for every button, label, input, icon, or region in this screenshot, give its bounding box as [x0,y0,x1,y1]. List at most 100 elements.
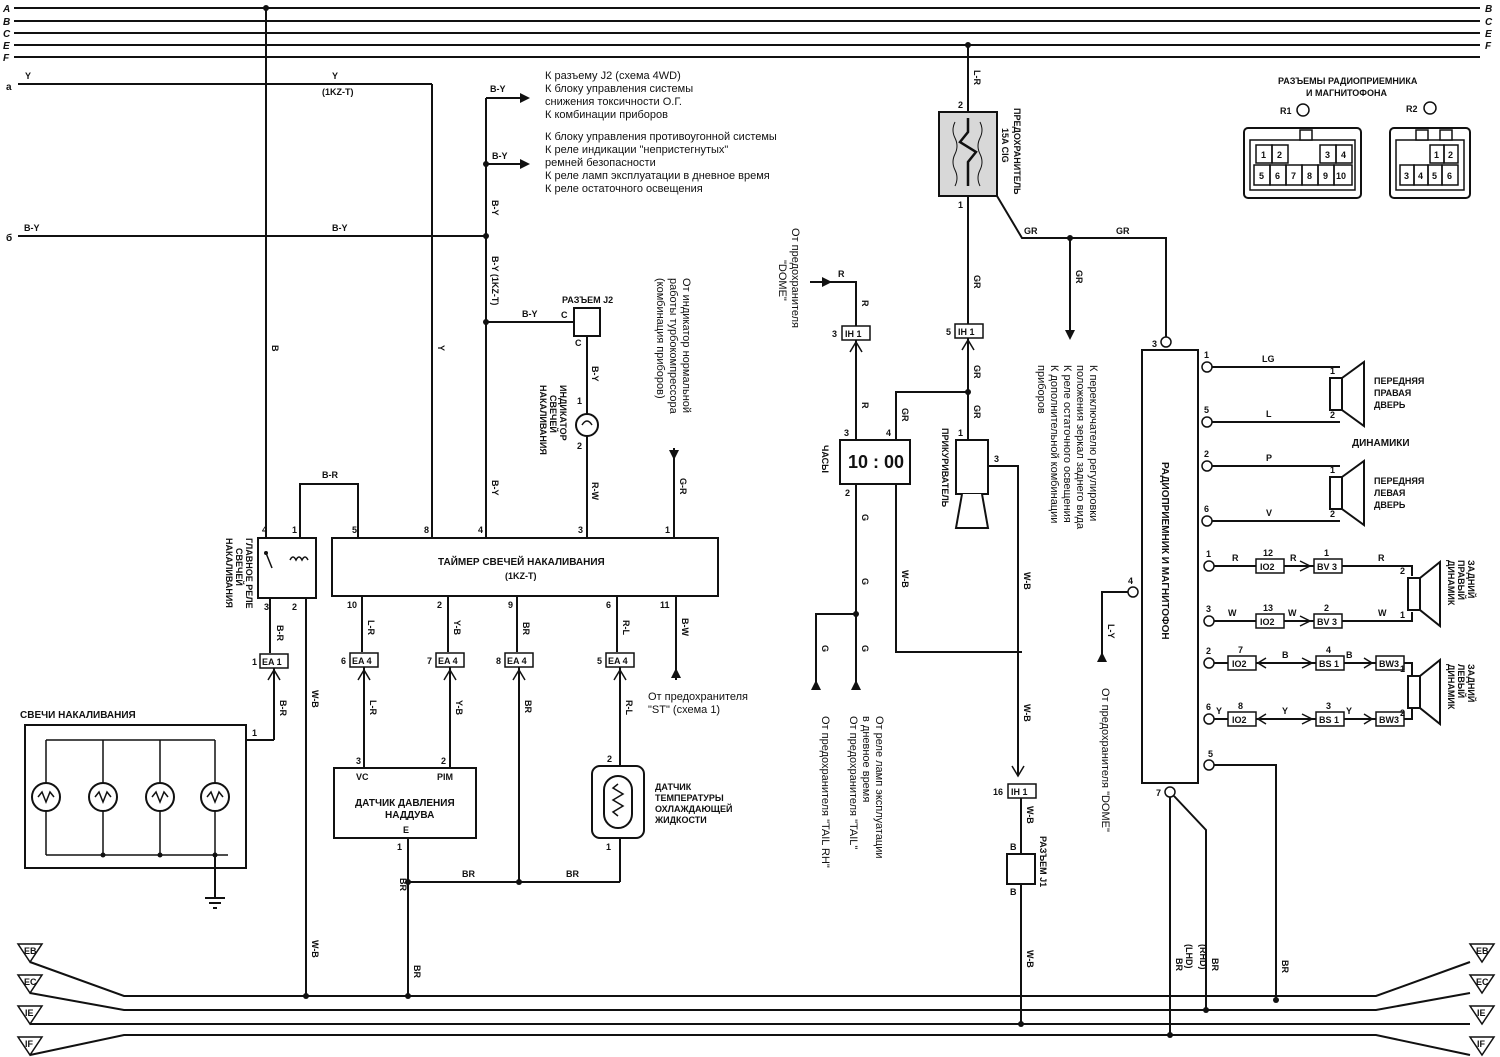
lighter-label: ПРИКУРИВАТЕЛЬ [940,428,950,508]
r1-pin-9: 9 [1323,171,1328,181]
rr-wire-r2: R [1290,553,1297,563]
fl-pin-6: 6 [1204,504,1209,514]
radio-connectors: РАЗЪЕМЫ РАДИОПРИЕМНИКА И МАГНИТОФОНА R1 … [1243,76,1471,199]
bus-label-a: A [2,4,10,15]
bus-ec-right: EC [1476,977,1489,987]
clock-wire-g: G [860,514,870,521]
radio-label: РАДИОПРИЕМНИК И МАГНИТОФОН [1159,462,1170,640]
dest1-line1: К разъему J2 (схема 4WD) [545,70,681,82]
j1-pin-top: B [1010,842,1017,852]
indicator-label-3: НАКАЛИВАНИЯ [538,385,548,455]
gr-branch-1: GR [1024,226,1038,236]
cig-fuse: L-R 2 1 ПРЕДОХРАНИТЕЛЬ 15A CIG GR IH 1 5… [938,45,1167,530]
clock-wire-r2: R [860,300,870,307]
speaker-icon [1341,459,1365,527]
relay-label-2: СВЕЧЕЙ [234,548,245,586]
bus-label-c: C [3,29,11,40]
clock-p4: 4 [886,428,891,438]
rl-spk-1: 1 [1400,664,1405,674]
clock-wire-g3: G [820,645,830,652]
indicator-pin2: 2 [577,441,582,451]
fl-label-2: ЛЕВАЯ [1374,488,1405,498]
j1-wire-wb2: W-B [1025,806,1035,824]
glow-plugs-title: СВЕЧИ НАКАЛИВАНИЯ [20,710,136,721]
r1-pin-2: 2 [1277,150,1282,160]
speaker-icon [1341,360,1365,428]
clock-block: От предохранителя "DOME" R R IH 1 3 R 10… [776,228,1022,868]
fuse-icon [958,118,978,186]
fl-spk-2: 2 [1330,509,1335,519]
gr-in-label: G-R [678,478,688,495]
r1-pin-8: 8 [1307,171,1312,181]
rl-bs1-pin-3: 3 [1326,701,1331,711]
mirror-note-2: положения зеркал заднего вида [1074,365,1086,530]
rl-pin-6: 6 [1206,702,1211,712]
radio-gnd-rhd: (RHD) [1198,944,1208,970]
bus-ie-left: IE [25,1008,34,1018]
rr-wire-w1: W [1228,608,1237,618]
clock-display: 10 : 00 [848,452,904,472]
br-bot1-label: BR [462,869,475,879]
relay-p1: 1 [292,525,297,535]
clock-wire-gr: GR [900,408,910,422]
turbo-note-1: От индикатор нормальной [680,278,692,413]
connector-j1: IH 1 16 W-B B B РАЗЪЕМ J1 W-B [993,783,1048,1024]
mirror-note-1: К переключателю регулировки [1087,365,1099,521]
br-top-label: B-R [322,470,338,480]
ea4-c: EA 4 [507,656,527,666]
clock-wire-g2: G [860,578,870,585]
radio-dome-note: От предохранителя "DOME" [1099,688,1111,832]
j1-wire-wb3: W-B [1025,950,1035,968]
r1-top-row: 1 2 3 4 [1255,144,1353,164]
rl-wire-b1: B [1282,650,1289,660]
by-j2-label: B-Y [522,309,538,319]
rr-wire-r3: R [1378,553,1385,563]
fuse-wire-gr2: GR [972,365,982,379]
speakers: ДИНАМИКИ 1 5 LG L 1 2 ПЕРЕДНЯЯ ПРАВАЯ ДВ… [1201,350,1477,771]
rl1-label: R-L [621,620,631,635]
radio-wire-ly: L-Y [1106,624,1116,639]
rl-wire-y2: Y [1282,706,1288,716]
clock-ih1: IH 1 [845,329,862,339]
speaker-icon [1419,657,1441,727]
boost-p3: 3 [356,756,361,766]
radio-gnd-br3: BR [1280,960,1290,973]
timer-top-pin-5: 5 [352,525,357,535]
ea4-b: EA 4 [438,656,458,666]
clock-dome-1: От предохранителя [789,228,801,328]
fr-label-2: ПРАВАЯ [1374,388,1411,398]
turbo-note-2: работы турбокомпрессора [667,278,679,415]
coolant-sensor: 2 1 ДАТЧИК ТЕМПЕРАТУРЫ ОХЛАЖДАЮЩЕЙ ЖИДКО… [591,754,732,882]
input-a-variant: (1KZ-T) [322,87,354,97]
clock-tail-3: От предохранителя "TAIL" [847,716,859,849]
rr-io2-pin-13: 13 [1263,603,1273,613]
timer-top-pin-3: 3 [578,525,583,535]
rr-bv3-pin-1: 1 [1324,548,1329,558]
relay-p3: 3 [264,602,269,612]
coolant-p1: 1 [606,842,611,852]
lighter-p3: 3 [994,454,999,464]
bus-label-f: F [3,53,10,64]
bus-if-left: IF [25,1039,34,1049]
fl-pin-2: 2 [1204,449,1209,459]
timer-top-pin-4: 4 [478,525,483,535]
r1-pin-1: 1 [1261,150,1266,160]
timer-bot-pin-10: 10 [347,600,357,610]
fl-label-3: ДВЕРЬ [1374,500,1406,510]
bus-label-e: E [3,41,10,52]
coolant-title-4: ЖИДКОСТИ [654,815,707,825]
fuse-p1: 1 [958,200,963,210]
clock-wire-r3: R [860,402,870,409]
rl-io2-pin-8: 8 [1238,701,1243,711]
indicator-lamp-icon [575,413,599,437]
ground-icon [205,897,225,909]
by-destinations: B-Y B-Y К разъему J2 (схема 4WD) К блоку… [483,70,777,538]
fr-label-1: ПЕРЕДНЯЯ [1374,376,1424,386]
r1-pin-10: 10 [1336,171,1346,181]
rr-label-3: ДИНАМИК [1446,560,1456,606]
rl-bw3-a: BW3 [1379,659,1399,669]
turbo-note: От индикатор нормальной работы турбокомп… [654,278,692,538]
rr-wire-w3: W [1378,608,1387,618]
indicator-label-2: СВЕЧЕЙ [548,395,559,433]
